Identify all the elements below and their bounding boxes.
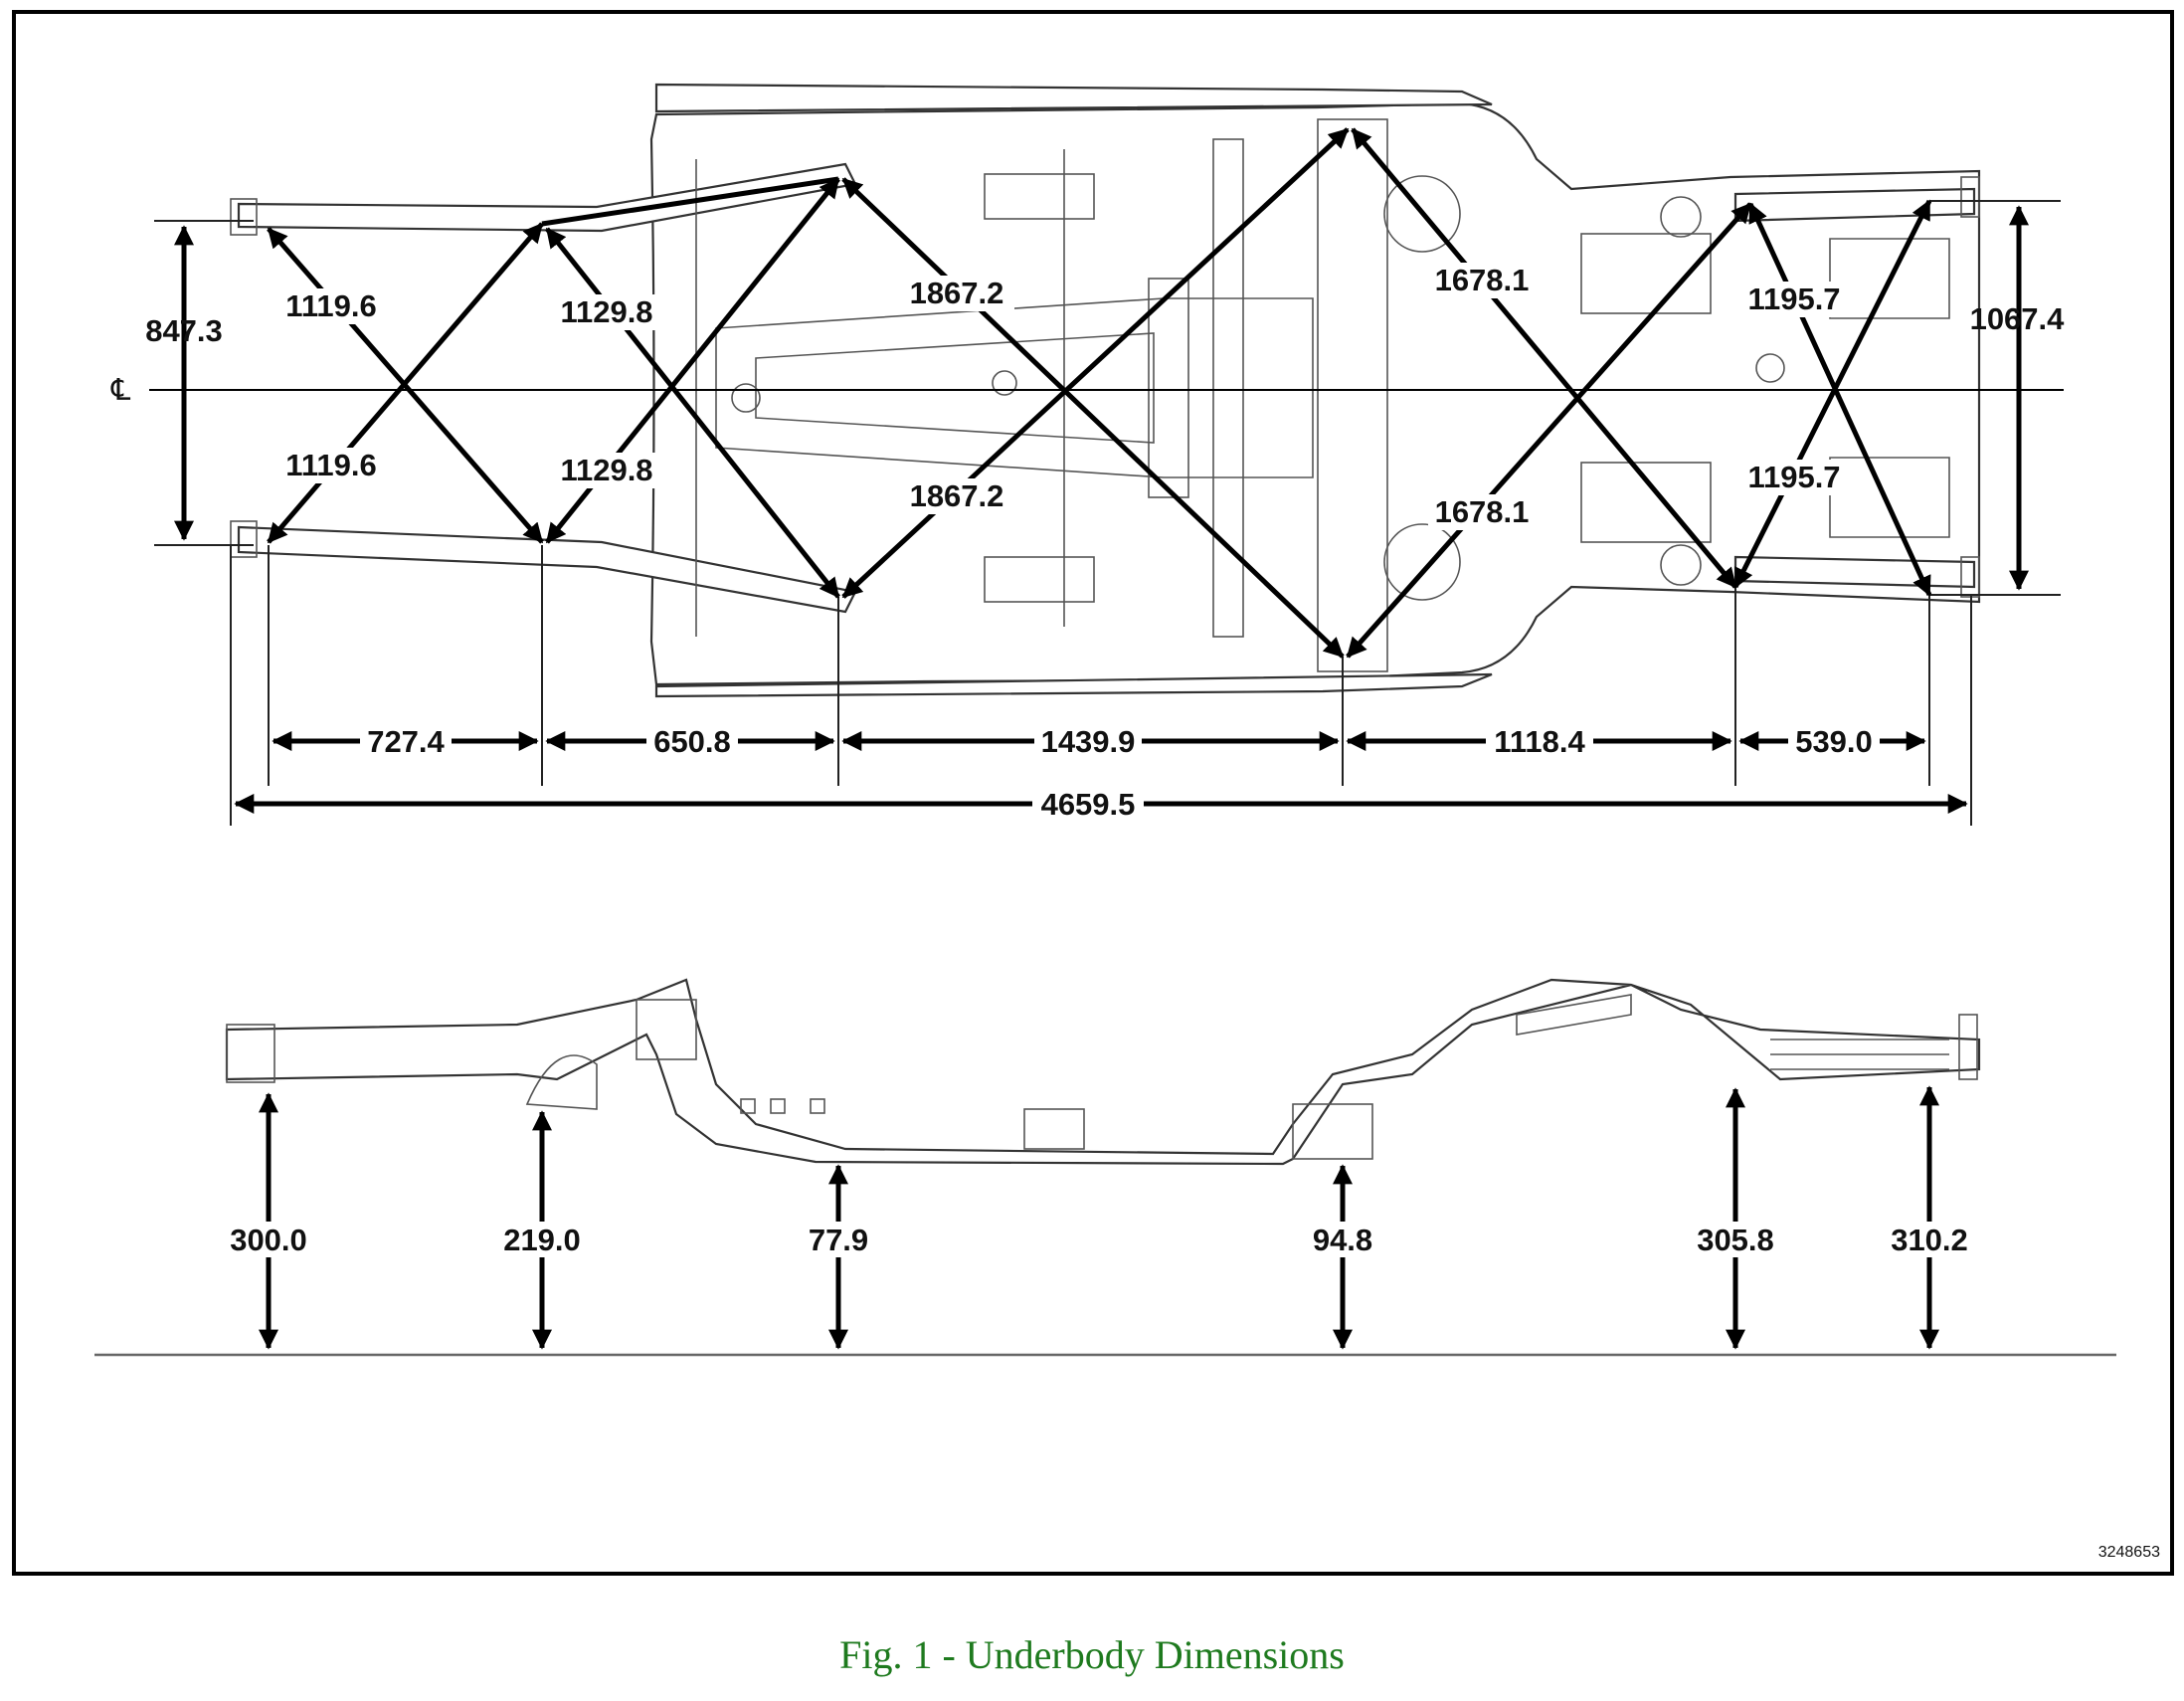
side-view-underbody bbox=[225, 978, 1981, 1166]
svg-text:1678.1: 1678.1 bbox=[1435, 494, 1530, 529]
svg-text:1118.4: 1118.4 bbox=[1494, 724, 1585, 759]
extension-lines bbox=[154, 200, 2061, 826]
svg-text:1867.2: 1867.2 bbox=[910, 276, 1004, 310]
svg-text:1119.6: 1119.6 bbox=[285, 448, 376, 482]
svg-text:219.0: 219.0 bbox=[503, 1223, 581, 1257]
diagonal-labels: 1119.6 1119.6 1129.8 1129.8 1867.2 1867.… bbox=[276, 263, 1850, 530]
svg-text:4659.5: 4659.5 bbox=[1041, 787, 1136, 822]
svg-text:310.2: 310.2 bbox=[1891, 1223, 1968, 1257]
svg-text:1119.6: 1119.6 bbox=[285, 288, 376, 323]
height-labels: 300.0 219.0 77.9 94.8 305.8 310.2 bbox=[219, 1222, 1979, 1257]
figure-frame bbox=[12, 10, 2174, 1576]
diagonal-arrows bbox=[267, 127, 1932, 659]
svg-text:1439.9: 1439.9 bbox=[1041, 724, 1136, 759]
svg-text:1867.2: 1867.2 bbox=[910, 478, 1004, 513]
svg-text:1678.1: 1678.1 bbox=[1435, 263, 1530, 297]
width-label-front: 847.3 bbox=[145, 313, 223, 348]
svg-text:1129.8: 1129.8 bbox=[560, 294, 652, 329]
centerline-symbol: ℄ bbox=[110, 374, 131, 407]
svg-text:1195.7: 1195.7 bbox=[1747, 460, 1840, 494]
svg-text:94.8: 94.8 bbox=[1313, 1223, 1372, 1257]
height-arrows bbox=[259, 1085, 1939, 1350]
svg-text:539.0: 539.0 bbox=[1795, 724, 1873, 759]
svg-text:1195.7: 1195.7 bbox=[1747, 282, 1840, 316]
segment-labels: 727.4 650.8 1439.9 1118.4 539.0 4659.5 bbox=[360, 723, 1880, 822]
svg-text:650.8: 650.8 bbox=[653, 724, 731, 759]
width-label-rear: 1067.4 bbox=[1970, 301, 2066, 336]
reference-number: 3248653 bbox=[2098, 1544, 2160, 1561]
svg-text:77.9: 77.9 bbox=[809, 1223, 868, 1257]
svg-text:727.4: 727.4 bbox=[367, 724, 445, 759]
svg-text:1129.8: 1129.8 bbox=[560, 453, 652, 487]
svg-text:300.0: 300.0 bbox=[230, 1223, 307, 1257]
figure-caption: Fig. 1 - Underbody Dimensions bbox=[839, 1632, 1345, 1677]
svg-text:305.8: 305.8 bbox=[1697, 1223, 1774, 1257]
